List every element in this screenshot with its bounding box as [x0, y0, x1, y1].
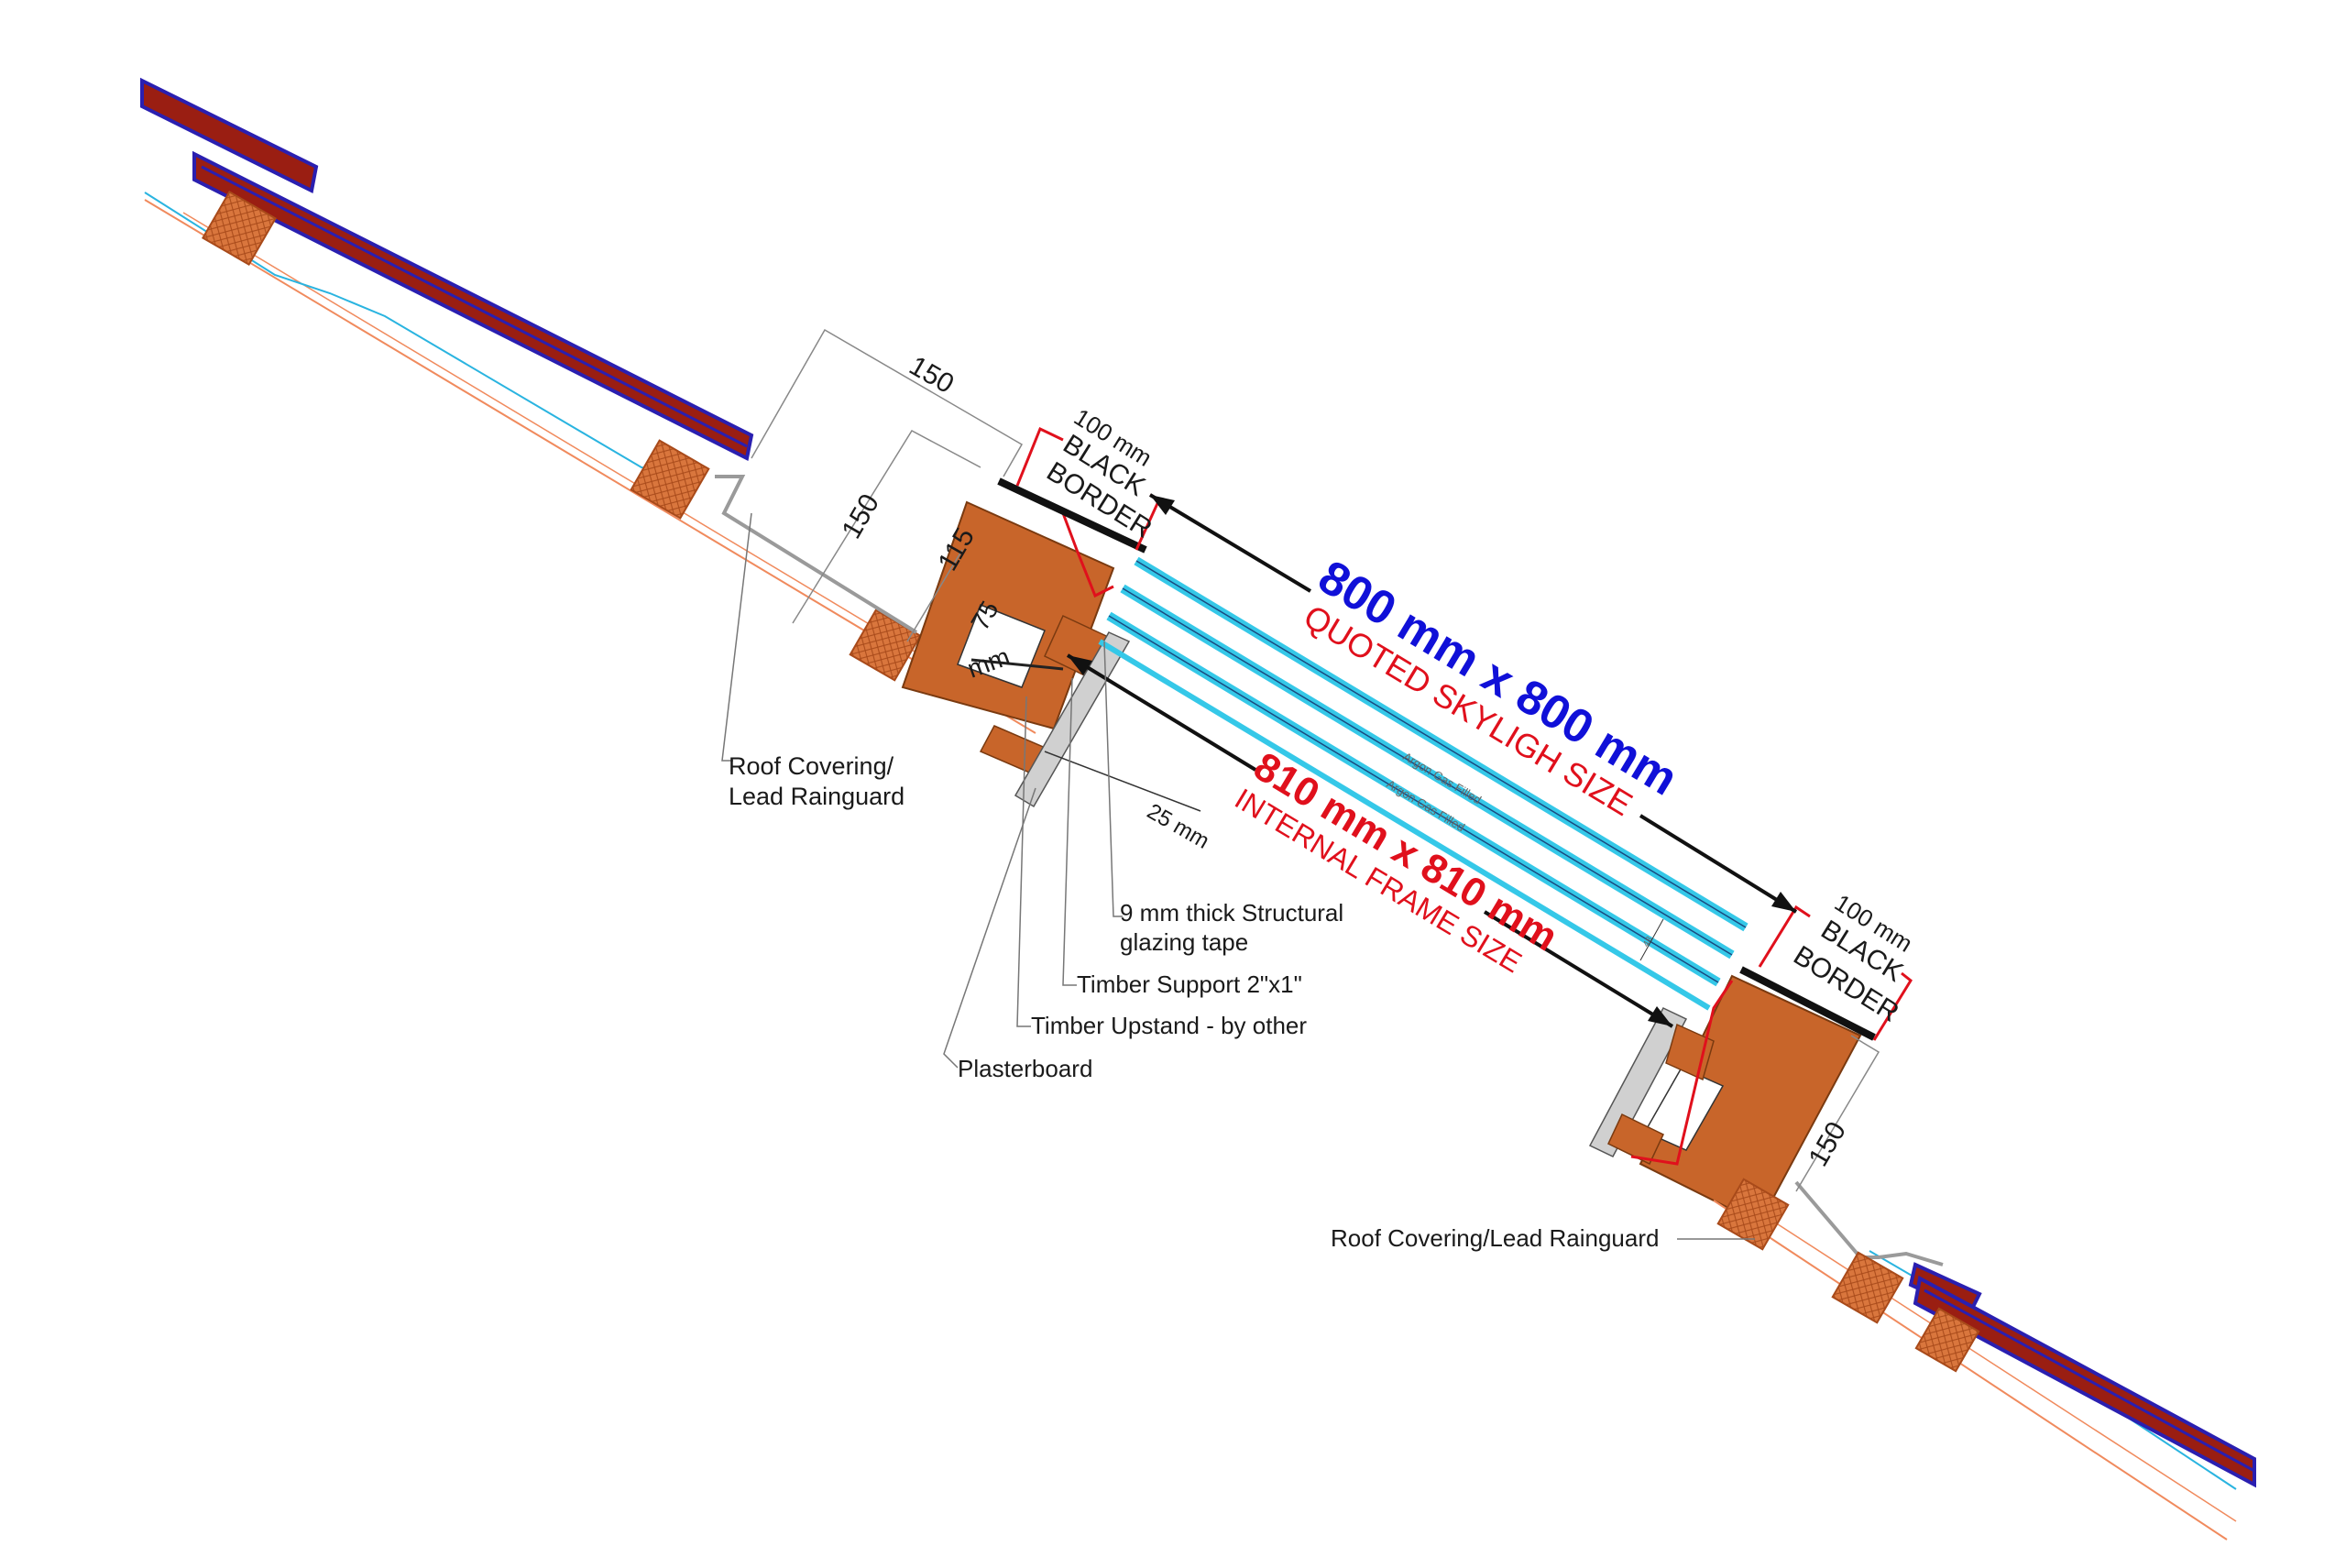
label-timber-support: Timber Support 2"x1" [1077, 970, 1302, 998]
right-timber-support-lower [1607, 1113, 1664, 1166]
spacer-dim-line [1639, 918, 1664, 961]
left-roof-tile-upper [140, 77, 319, 193]
dim-right-150-line [1795, 1035, 1880, 1192]
left-roof-slope [140, 77, 1036, 734]
right-batten-3 [1914, 1307, 1980, 1373]
dim-150-top: 150 [904, 350, 959, 400]
right-insulation-box [1643, 1067, 1725, 1151]
label-roof-covering-right: Roof Covering/Lead Rainguard [1331, 1224, 1659, 1252]
leader-plasterboard [943, 787, 1036, 1069]
right-frame [1588, 966, 1876, 1225]
label-roof-covering-left-1: Roof Covering/ [729, 752, 894, 780]
right-lead-rainguard [1794, 1180, 1944, 1266]
left-lead-rainguard [715, 475, 918, 634]
right-roof-tile-long [1913, 1275, 2256, 1488]
label-plasterboard: Plasterboard [958, 1055, 1092, 1082]
glass-pane-4 [1098, 639, 1711, 1011]
right-roof-tile-line [1924, 1288, 2255, 1473]
right-batten-2 [1831, 1251, 1904, 1324]
right-plasterboard [1588, 1007, 1688, 1157]
dim-25mm: 25 mm [1143, 799, 1213, 854]
left-batten-3 [849, 609, 922, 682]
glass-pane-3-edge [1108, 615, 1719, 983]
leader-glazing-tape [1103, 641, 1123, 917]
left-roof-tile-line [201, 165, 748, 448]
left-black-border-callout: 100 mm BLACK BORDER [1015, 403, 1161, 551]
dim-150-side: 150 [836, 489, 885, 544]
leader-timber-upstand [1016, 696, 1031, 1027]
spacer-label: 48 [1641, 935, 1655, 949]
glass-pane-2-edge [1122, 587, 1733, 956]
right-roof-slope [1713, 1178, 2256, 1541]
left-insulation-box [957, 604, 1046, 688]
dim-25-line [1044, 751, 1201, 812]
label-roof-covering-left-2: Lead Rainguard [729, 783, 904, 810]
right-glazing-tape [1630, 980, 1734, 1166]
glass-pane-1-edge [1135, 560, 1747, 928]
right-batten-1 [1716, 1178, 1790, 1251]
left-black-border-strip [997, 477, 1147, 554]
right-felt-line [1713, 1200, 2228, 1541]
label-glazing-tape-2: glazing tape [1120, 928, 1248, 956]
quoted-size-arrow [1148, 493, 1798, 914]
left-frame [901, 477, 1147, 808]
right-felt-line-2 [1740, 1200, 2237, 1522]
left-glazing-tape [1061, 512, 1114, 598]
internal-size-arrow [1066, 653, 1674, 1028]
internal-size-value: 810 mm x 810 mm [1246, 744, 1565, 960]
label-glazing-tape-1: 9 mm thick Structural [1120, 899, 1343, 927]
dim-150-top-line [751, 328, 1024, 477]
dim-75-line [970, 658, 1064, 671]
leader-roof-covering-left [721, 512, 752, 762]
right-black-border-strip [1739, 966, 1876, 1041]
dim-115-line [906, 549, 963, 642]
leader-timber-support [1062, 677, 1077, 986]
left-batten-2 [630, 439, 710, 520]
dim-150-side-line [792, 430, 981, 624]
left-batten-1 [202, 191, 277, 266]
left-dimension-lines [751, 328, 1201, 812]
leader-lines [721, 512, 1755, 1240]
label-timber-upstand: Timber Upstand - by other [1031, 1012, 1307, 1039]
right-timber-support [1665, 1023, 1715, 1081]
